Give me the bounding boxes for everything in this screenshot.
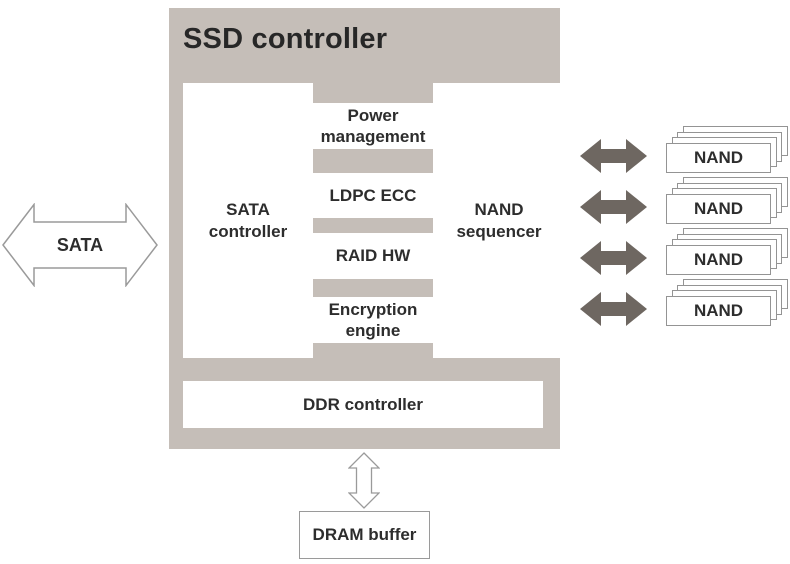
nand-chip-label: NAND	[693, 199, 744, 218]
nand-chip: NAND	[666, 194, 771, 224]
block-nand-sequencer-label: NAND sequencer	[456, 200, 542, 241]
block-ddr-controller: DDR controller	[183, 381, 543, 428]
nand-chip-label: NAND	[693, 301, 744, 320]
block-ldpc-ecc-label: LDPC ECC	[329, 185, 417, 205]
block-dram-buffer-label: DRAM buffer	[312, 525, 417, 545]
block-raid-hw-label: RAID HW	[335, 246, 411, 266]
block-sata-controller-label: SATA controller	[208, 200, 288, 241]
block-sata-controller: SATA controller	[183, 83, 313, 358]
block-ldpc-ecc: LDPC ECC	[303, 173, 443, 218]
nand-channel-arrow-icon	[580, 139, 647, 173]
nand-channel-arrow-icon	[580, 190, 647, 224]
ssd-controller-title: SSD controller	[183, 23, 388, 55]
sata-host-arrow-label: SATA	[56, 235, 104, 255]
block-encryption-engine-label: Encryption engine	[328, 299, 418, 340]
block-nand-sequencer: NAND sequencer	[433, 83, 565, 358]
block-ddr-controller-label: DDR controller	[303, 394, 423, 414]
nand-channel-arrow-icon	[580, 241, 647, 275]
block-raid-hw: RAID HW	[303, 233, 443, 279]
nand-stack: NAND	[666, 228, 788, 275]
nand-chip-label: NAND	[693, 148, 744, 167]
block-encryption-engine: Encryption engine	[303, 297, 443, 343]
nand-stack: NAND	[666, 126, 788, 173]
nand-stack: NAND	[666, 177, 788, 224]
block-power-management: Power management	[303, 103, 443, 149]
nand-chip: NAND	[666, 143, 771, 173]
dram-arrow-icon	[348, 452, 380, 509]
nand-chip: NAND	[666, 245, 771, 275]
nand-stack: NAND	[666, 279, 788, 326]
nand-channel-arrow-icon	[580, 292, 647, 326]
block-power-management-label: Power management	[320, 105, 426, 146]
nand-chip-label: NAND	[693, 250, 744, 269]
sata-host-arrow-icon	[2, 203, 158, 287]
nand-chip: NAND	[666, 296, 771, 326]
block-dram-buffer: DRAM buffer	[299, 511, 430, 559]
